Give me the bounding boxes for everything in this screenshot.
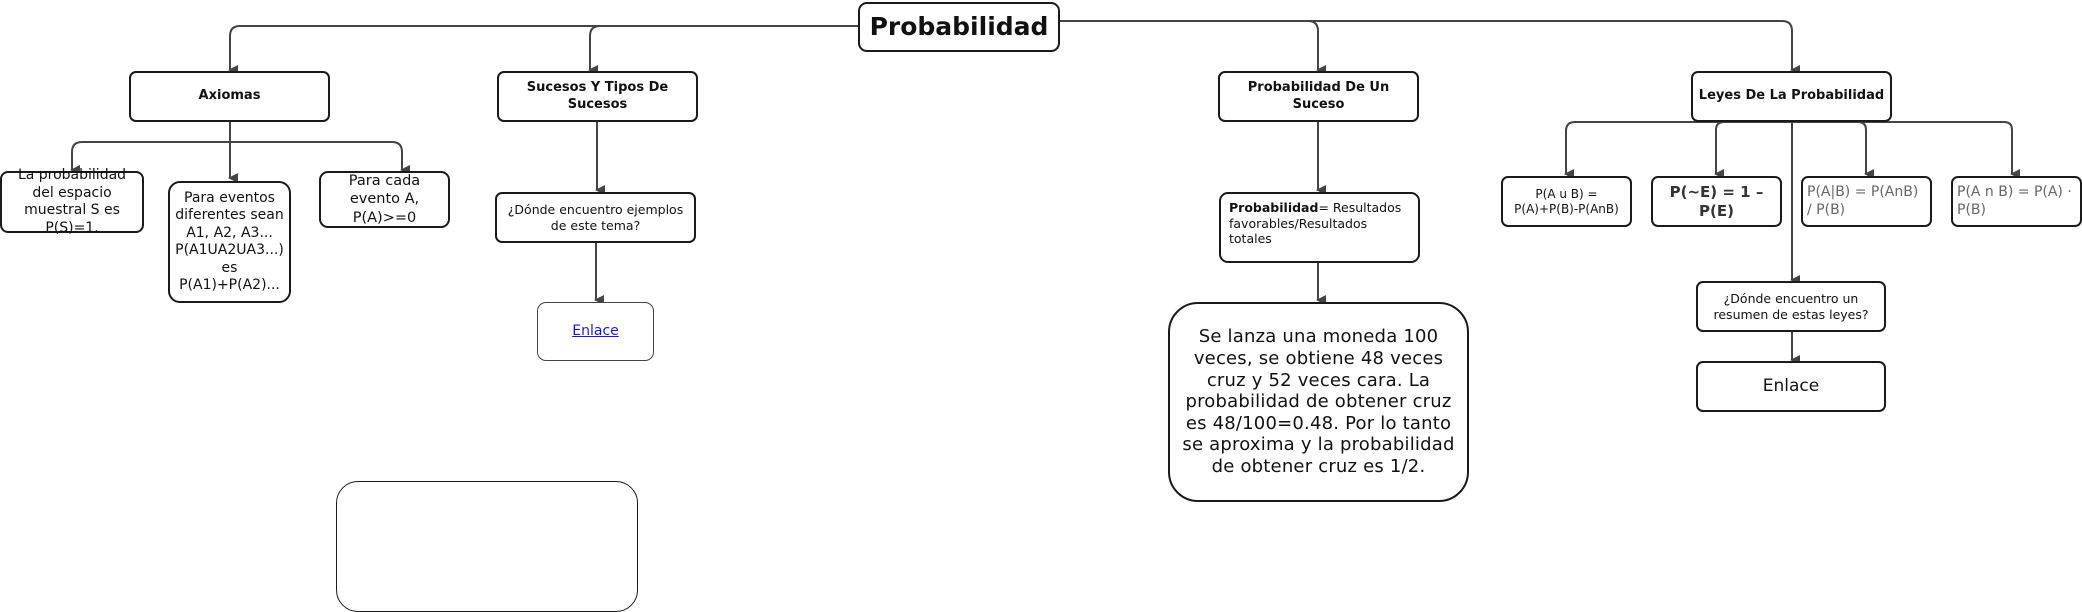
law-complement-node: P(~E) = 1 – P(E) bbox=[1651, 176, 1782, 227]
empty-node bbox=[336, 481, 638, 612]
suceso-title: Probabilidad De Un Suceso bbox=[1247, 80, 1390, 112]
law-conditional-node: P(A|B) = P(AnB) / P(B) bbox=[1801, 176, 1932, 227]
leyes-question-text: ¿Dónde encuentro un resumen de estas ley… bbox=[1713, 290, 1869, 322]
formula-label: Probabilidad bbox=[1229, 200, 1319, 215]
leyes-question-node: ¿Dónde encuentro un resumen de estas ley… bbox=[1696, 281, 1886, 332]
axiom-1-text: La probabilidad del espacio muestral S e… bbox=[17, 167, 127, 236]
root-title: Probabilidad bbox=[869, 12, 1049, 42]
law-union-node: P(A u B) = P(A)+P(B)-P(AnB) bbox=[1501, 176, 1632, 227]
suceso-node: Probabilidad De Un Suceso bbox=[1218, 71, 1419, 122]
sucesos-link[interactable]: Enlace bbox=[572, 322, 619, 339]
law-intersection-node: P(A n B) = P(A) · P(B) bbox=[1951, 176, 2082, 227]
formula-rest: = Resultados favorables/Resultados total… bbox=[1229, 200, 1402, 247]
law-complement-text: P(~E) = 1 – P(E) bbox=[1669, 182, 1764, 220]
sucesos-node: Sucesos Y Tipos De Sucesos bbox=[497, 71, 698, 122]
formula-node: Probabilidad= Resultados favorables/Resu… bbox=[1219, 192, 1420, 263]
leyes-link[interactable]: Enlace bbox=[1762, 375, 1820, 396]
root-node: Probabilidad bbox=[858, 2, 1060, 52]
leyes-title: Leyes De La Probabilidad bbox=[1698, 88, 1885, 104]
leyes-node: Leyes De La Probabilidad bbox=[1691, 71, 1892, 122]
leyes-link-node[interactable]: Enlace bbox=[1696, 361, 1886, 412]
axiom-3-text: Para cada evento A, P(A)>=0 bbox=[348, 173, 421, 226]
example-node: Se lanza una moneda 100 veces, se obtien… bbox=[1168, 302, 1469, 502]
axiom-2-node: Para eventos diferentes sean A1, A2, A3.… bbox=[168, 181, 291, 303]
axiomas-title: Axiomas bbox=[198, 88, 261, 104]
sucesos-title: Sucesos Y Tipos De Sucesos bbox=[526, 80, 669, 112]
sucesos-link-node[interactable]: Enlace bbox=[537, 302, 654, 361]
axiom-1-node: La probabilidad del espacio muestral S e… bbox=[0, 167, 144, 236]
axiomas-node: Axiomas bbox=[129, 71, 330, 122]
axiom-2-text: Para eventos diferentes sean A1, A2, A3.… bbox=[175, 189, 284, 294]
law-intersection-text: P(A n B) = P(A) · P(B) bbox=[1957, 184, 2072, 218]
sucesos-question-node: ¿Dónde encuentro ejemplos de este tema? bbox=[495, 192, 696, 243]
law-conditional-text: P(A|B) = P(AnB) / P(B) bbox=[1807, 184, 1919, 218]
law-union-text: P(A u B) = P(A)+P(B)-P(AnB) bbox=[1514, 186, 1619, 216]
axiom-3-node: Para cada evento A, P(A)>=0 bbox=[319, 171, 450, 228]
example-text: Se lanza una moneda 100 veces, se obtien… bbox=[1182, 326, 1455, 477]
sucesos-question-text: ¿Dónde encuentro ejemplos de este tema? bbox=[507, 201, 684, 233]
